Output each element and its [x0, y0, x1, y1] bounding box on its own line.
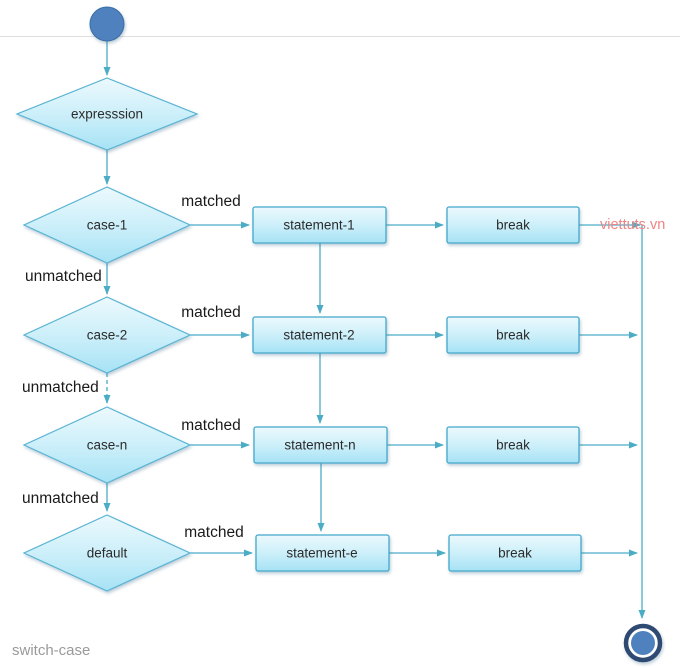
expression-label: expresssion [71, 107, 143, 122]
unmatched-label-row2: unmatched [22, 379, 99, 396]
matched-label-row1: matched [181, 193, 240, 210]
end-node-icon [623, 623, 663, 663]
matched-label-row3: matched [181, 417, 240, 434]
default-diamond [22, 514, 192, 592]
connectors [103, 41, 646, 619]
case1-diamond [22, 186, 192, 264]
default-label: default [87, 546, 128, 561]
break3-label: break [496, 438, 530, 453]
break1-label: break [496, 218, 530, 233]
break3-box [446, 426, 580, 464]
case2-label: case-2 [87, 328, 128, 343]
matched-label-row2: matched [181, 304, 240, 321]
statemente-box [255, 534, 390, 572]
diagram-caption: switch-case [12, 642, 90, 659]
statementn-box [253, 426, 388, 464]
break4-label: break [498, 546, 532, 561]
expression-diamond [15, 77, 199, 151]
case1-label: case-1 [87, 218, 128, 233]
unmatched-label-row1: unmatched [25, 268, 102, 285]
casen-label: case-n [87, 438, 128, 453]
case2-diamond [22, 296, 192, 374]
break2-box [446, 316, 580, 354]
statemente-label: statement-e [286, 546, 357, 561]
break2-label: break [496, 328, 530, 343]
statement2-box [252, 316, 387, 354]
statement1-box [252, 206, 387, 244]
break1-box [446, 206, 580, 244]
break4-box [448, 534, 582, 572]
statementn-label: statement-n [284, 438, 355, 453]
start-node-icon [89, 6, 125, 42]
watermark-text: viettuts.vn [600, 217, 665, 233]
statement2-label: statement-2 [283, 328, 354, 343]
casen-diamond [22, 406, 192, 484]
unmatched-label-row3: unmatched [22, 490, 99, 507]
matched-label-row4: matched [184, 524, 243, 541]
statement1-label: statement-1 [283, 218, 354, 233]
